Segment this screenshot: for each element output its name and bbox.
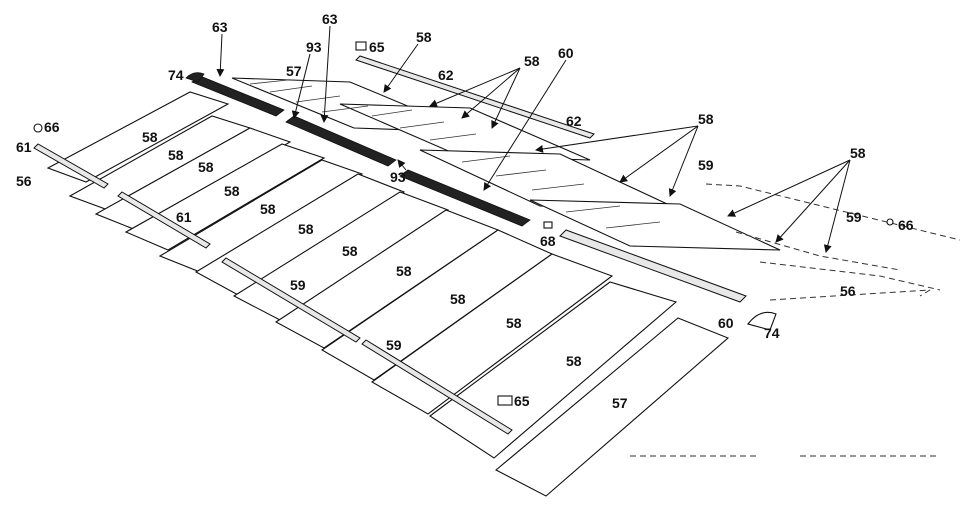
- panel-3: [94, 127, 292, 231]
- label-59: 59: [846, 209, 862, 225]
- label-57: 57: [286, 63, 302, 79]
- back-hatched-panels: [231, 77, 781, 251]
- label-57: 57: [612, 395, 628, 411]
- label-62: 62: [438, 67, 454, 83]
- label-65: 65: [369, 39, 385, 55]
- end-cap-74-right: [747, 311, 777, 331]
- label-93: 93: [306, 39, 322, 55]
- label-58: 58: [260, 201, 276, 217]
- panel-1: [46, 91, 230, 183]
- part-labels: 63 63 58 65 74 57 93 62 58 60 66 62 58 6…: [16, 11, 914, 411]
- label-58: 58: [698, 111, 714, 127]
- cap-66-left: [33, 123, 43, 133]
- label-62: 62: [566, 113, 582, 129]
- rail-59-right: [361, 339, 513, 435]
- label-65: 65: [514, 393, 530, 409]
- rail-61-left: [33, 143, 109, 189]
- label-59: 59: [290, 277, 306, 293]
- label-74: 74: [168, 67, 184, 83]
- label-63: 63: [212, 19, 228, 35]
- label-58: 58: [450, 291, 466, 307]
- label-68: 68: [540, 233, 556, 249]
- rail-62: [355, 55, 595, 139]
- label-56: 56: [840, 283, 856, 299]
- label-58: 58: [416, 29, 432, 45]
- panel-6: [194, 173, 406, 297]
- panel-7: [232, 191, 450, 321]
- panel-11: [429, 281, 678, 459]
- clip-65-top: [355, 41, 367, 51]
- rail-60-upper: [399, 169, 531, 227]
- label-58: 58: [298, 221, 314, 237]
- clip-65-bottom: [497, 395, 513, 406]
- label-58: 58: [342, 243, 358, 259]
- label-58: 58: [142, 129, 158, 145]
- label-63: 63: [322, 11, 338, 27]
- leader-lines: [216, 25, 851, 253]
- seam-rails: [191, 55, 747, 303]
- label-58: 58: [524, 53, 540, 69]
- rail-59-left: [221, 257, 361, 343]
- label-58: 58: [850, 145, 866, 161]
- label-74: 74: [764, 325, 780, 341]
- label-59: 59: [386, 337, 402, 353]
- label-58: 58: [396, 263, 412, 279]
- clip-68: [543, 221, 553, 229]
- label-93: 93: [390, 169, 406, 185]
- label-66: 66: [44, 119, 60, 135]
- small-parts: [33, 41, 894, 406]
- label-66: 66: [898, 217, 914, 233]
- label-58: 58: [224, 183, 240, 199]
- rail-63-mid: [285, 115, 397, 167]
- label-58: 58: [198, 159, 214, 175]
- label-61: 61: [176, 209, 192, 225]
- back-panel-4: [529, 199, 781, 251]
- label-60: 60: [558, 45, 574, 61]
- label-58: 58: [566, 353, 582, 369]
- end-cap-74-left: [185, 72, 205, 83]
- panel-10: [370, 253, 614, 415]
- rail-60-lower: [559, 229, 747, 303]
- label-58: 58: [168, 147, 184, 163]
- front-floor-panels: [46, 91, 730, 497]
- cap-66-right: [886, 218, 894, 226]
- back-panel-2: [339, 103, 591, 161]
- front-rails: [33, 143, 513, 435]
- label-60: 60: [718, 315, 734, 331]
- rail-61-mid: [117, 191, 211, 249]
- label-58: 58: [506, 315, 522, 331]
- label-59: 59: [698, 157, 714, 173]
- label-56: 56: [16, 173, 32, 189]
- panel-12: [495, 317, 730, 497]
- label-61: 61: [16, 139, 32, 155]
